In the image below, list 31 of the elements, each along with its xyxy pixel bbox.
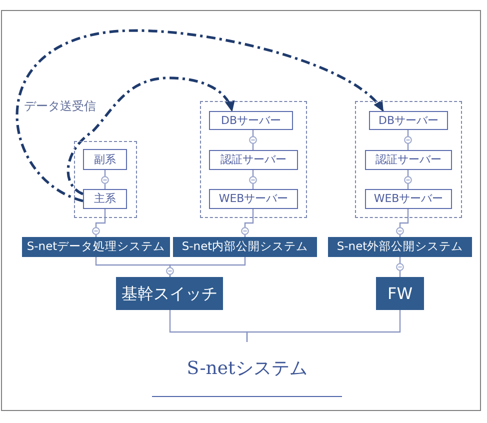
system-box: 主系 bbox=[83, 189, 127, 209]
connector-line bbox=[95, 209, 106, 237]
server-box: DBサーバー bbox=[209, 111, 293, 130]
connector-line bbox=[399, 257, 401, 277]
dash-dot-arrow bbox=[66, 76, 234, 196]
dashed-group-box bbox=[355, 101, 462, 218]
system-bar: S-netデータ処理システム bbox=[22, 237, 170, 257]
underlined-heading: S-netシステム bbox=[152, 342, 342, 397]
system-box: 副系 bbox=[83, 149, 127, 170]
connector-line bbox=[246, 310, 401, 342]
server-box: WEBサーバー bbox=[209, 189, 298, 209]
device-box: FW bbox=[376, 277, 424, 310]
system-bar: S-net内部公開システム bbox=[173, 237, 317, 257]
device-box: 基幹スイッチ bbox=[116, 277, 223, 310]
connector-line bbox=[407, 170, 409, 189]
connector-line bbox=[252, 170, 254, 189]
connector-line bbox=[252, 130, 254, 150]
connector-line bbox=[244, 209, 254, 237]
connector-line bbox=[399, 209, 409, 237]
connector-line bbox=[407, 130, 409, 150]
connector-line bbox=[104, 170, 106, 189]
dashed-group-box bbox=[74, 141, 137, 218]
system-bar: S-net外部公開システム bbox=[328, 237, 472, 257]
server-box: WEBサーバー bbox=[365, 189, 452, 209]
server-box: DBサーバー bbox=[369, 111, 448, 130]
dash-dot-arrow bbox=[16, 29, 384, 202]
dashed-group-box bbox=[200, 101, 307, 218]
connector-line bbox=[169, 257, 246, 277]
flow-label: データ送受信 bbox=[24, 98, 96, 114]
server-box: 認証サーバー bbox=[209, 150, 298, 170]
server-box: 認証サーバー bbox=[365, 150, 452, 170]
